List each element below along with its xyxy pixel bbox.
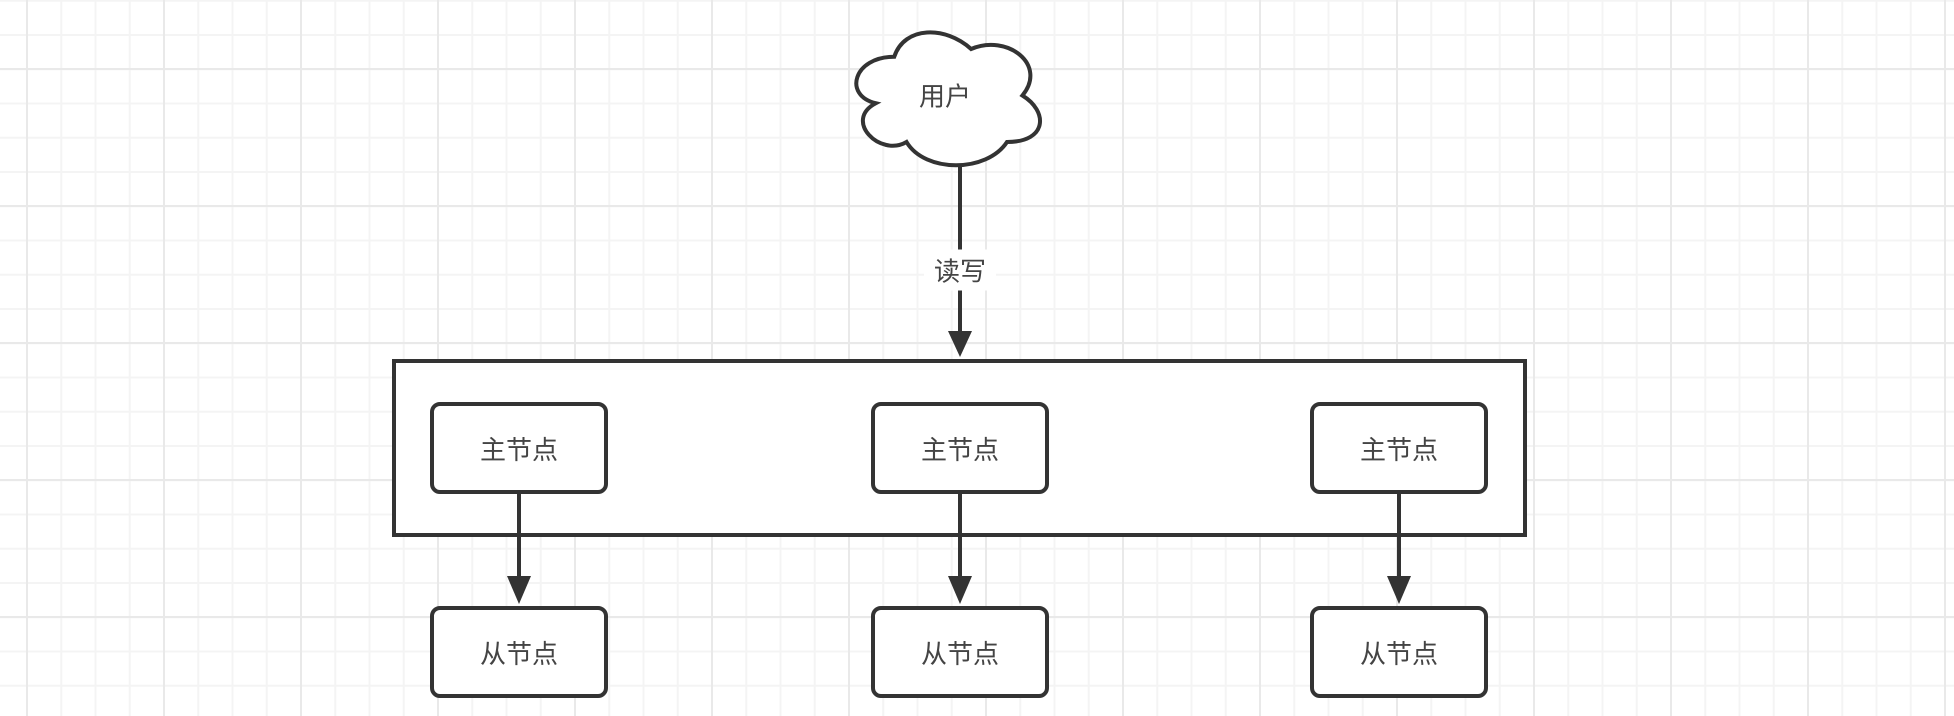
master-node-2[interactable]: 主节点 (871, 402, 1049, 494)
master-node-3[interactable]: 主节点 (1310, 402, 1488, 494)
master-node-3-label: 主节点 (1359, 434, 1438, 465)
user-cloud-shape[interactable] (854, 30, 1042, 168)
master-node-1-label: 主节点 (479, 434, 558, 465)
arrowhead-icon (948, 331, 972, 357)
slave-node-3-label: 从节点 (1359, 638, 1438, 669)
arrowhead-icon (1387, 576, 1411, 604)
user-cloud-label: 用户 (918, 81, 972, 112)
master-node-2-label: 主节点 (920, 434, 999, 465)
arrowhead-icon (948, 576, 972, 604)
slave-node-1-label: 从节点 (479, 638, 558, 669)
edge-master-2-to-slave-2[interactable] (948, 494, 972, 604)
edge-user-to-master-cluster[interactable] (948, 150, 972, 357)
arrowhead-icon (507, 576, 531, 604)
edge-read-write-label: 读写 (923, 249, 997, 291)
edge-master-1-to-slave-1[interactable] (507, 494, 531, 604)
slave-node-1[interactable]: 从节点 (430, 606, 608, 698)
edge-master-3-to-slave-3[interactable] (1387, 494, 1411, 604)
slave-node-3[interactable]: 从节点 (1310, 606, 1488, 698)
slave-node-2[interactable]: 从节点 (871, 606, 1049, 698)
slave-node-2-label: 从节点 (920, 638, 999, 669)
master-node-1[interactable]: 主节点 (430, 402, 608, 494)
